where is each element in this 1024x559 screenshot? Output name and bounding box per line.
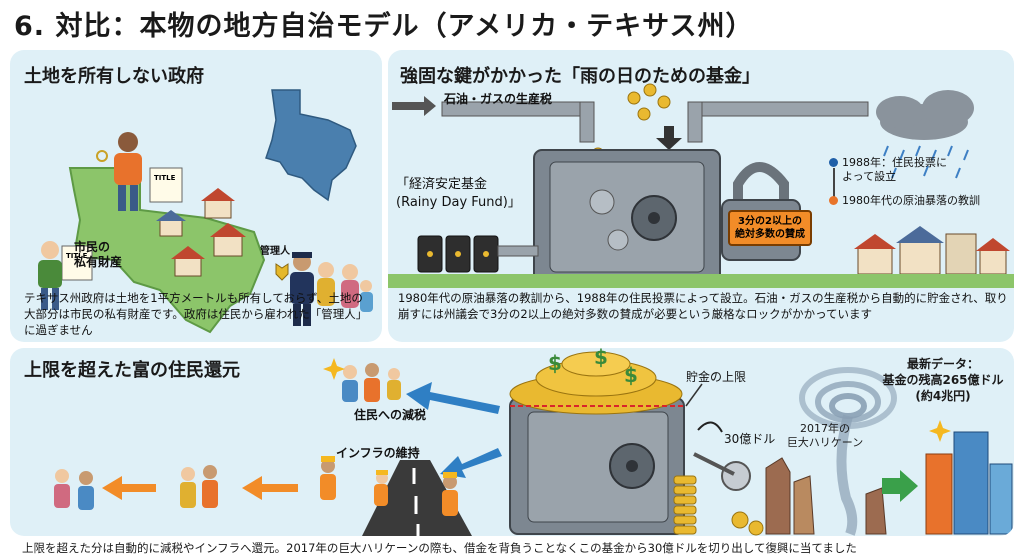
timeline-item: 1980年代の原油暴落の教訓 [829,194,980,208]
svg-text:$: $ [624,363,638,387]
town-houses-icon [854,226,1010,275]
coin-stack-icon [673,475,764,536]
saw-blade-icon [721,461,751,491]
svg-text:$: $ [548,351,562,375]
damaged-buildings-icon [765,457,887,535]
texas-outline-icon [265,89,357,202]
down-arrow-icon [656,126,682,150]
family-icon [317,262,373,312]
deed-icon [61,167,183,281]
recovery-arrow-icon [882,470,918,502]
wealth-return-illustration: $ $ $ [54,348,1013,536]
police-officer-icon [290,252,314,326]
overflowing-vault-icon [509,351,685,535]
latest-data-label: 最新データ： 基金の残高265億ドル (約4兆円) [882,357,1004,403]
panel-rainy-day-fund: 強固な鍵がかかった「雨の日のための基金」 [388,50,1014,342]
panel-wealth-return: 上限を超えた富の住民還元 [10,348,1014,536]
fund-name-label: 「経済安定基金 (Rainy Day Fund)」 [396,177,521,210]
panel-fund-heading: 強固な鍵がかかった「雨の日のための基金」 [400,66,760,87]
timeline-dot-orange [829,196,838,205]
deed-label: TITLE [154,174,176,182]
citizen-with-keys-icon [96,132,142,211]
house-icon [156,188,246,277]
hurricane-icon [799,367,897,536]
rebuilt-city-icon [925,431,1013,535]
dollar-icon: $ $ $ [548,348,638,387]
infra-arrow-icon [440,448,502,478]
coin-icon [591,83,671,161]
tax-cut-arrow-icon [406,382,500,414]
badge-icon [275,263,289,281]
footer-text: 上限を超えた分は自動的に減税やインフラへ還元。2017年の巨大ハリケーンの際も、… [22,541,857,555]
timeline-text-1980s: 1980年代の原油暴落の教訓 [842,194,980,207]
texas-land-illustration: TITLE TITLE [38,89,373,334]
amount-label: 30億ドル [724,432,776,446]
input-arrow-icon [392,96,436,116]
svg-text:$: $ [594,348,608,369]
timeline-text-1988: 1988年：住民投票に よって設立 [842,156,947,183]
savings-cap-label: 貯金の上限 [686,370,747,384]
timeline-dot-blue [829,158,838,167]
manager-label: 管理人 [260,246,290,257]
sparkle-icon-2 [929,420,951,442]
flow-arrow-icon-2 [102,476,156,500]
sparkle-icon [323,358,345,380]
panel-return-heading: 上限を超えた富の住民還元 [24,360,240,381]
infrastructure-label: インフラの維持 [336,446,420,460]
timeline-item: 1988年：住民投票に よって設立 [829,156,947,184]
panel-fund-body: 1980年代の原油暴落の教訓から、1988年の住民投票によって設立。石油・ガスの… [398,291,1008,321]
vault-fund-illustration [388,83,1014,288]
panel-land-body: テキサス州政府は土地を1平方メートルも所有しておらず、土地の大部分は市民の私有財… [24,291,368,337]
supermajority-badge: 3分の2以上の 絶対多数の賛成 [728,210,812,246]
rain-cloud-icon [876,90,974,179]
curved-arrow-icon [697,421,723,433]
panel-land-ownership: 土地を所有しない政府 TITLE TITLE [10,50,382,342]
tax-cut-label: 住民への減税 [354,408,427,422]
panel-land-heading: 土地を所有しない政府 [24,66,204,87]
flow-arrow-icon [242,476,298,500]
page-title: 6. 対比：本物の地方自治モデル（アメリカ・テキサス州） [14,11,754,42]
construction-worker-icon [320,456,458,516]
citizen-icon [38,241,62,310]
citizens-icon [54,465,218,510]
padlock-shackle-icon [733,162,789,204]
private-property-label: 市民の 私有財産 [74,240,123,269]
vault-icon [533,149,721,285]
hurricane-label: 2017年の 巨大ハリケーン [786,422,864,449]
oil-gas-tax-label: 石油・ガスの生産税 [444,92,553,106]
residents-icon [342,363,401,402]
deed-label-2: TITLE [66,252,88,260]
